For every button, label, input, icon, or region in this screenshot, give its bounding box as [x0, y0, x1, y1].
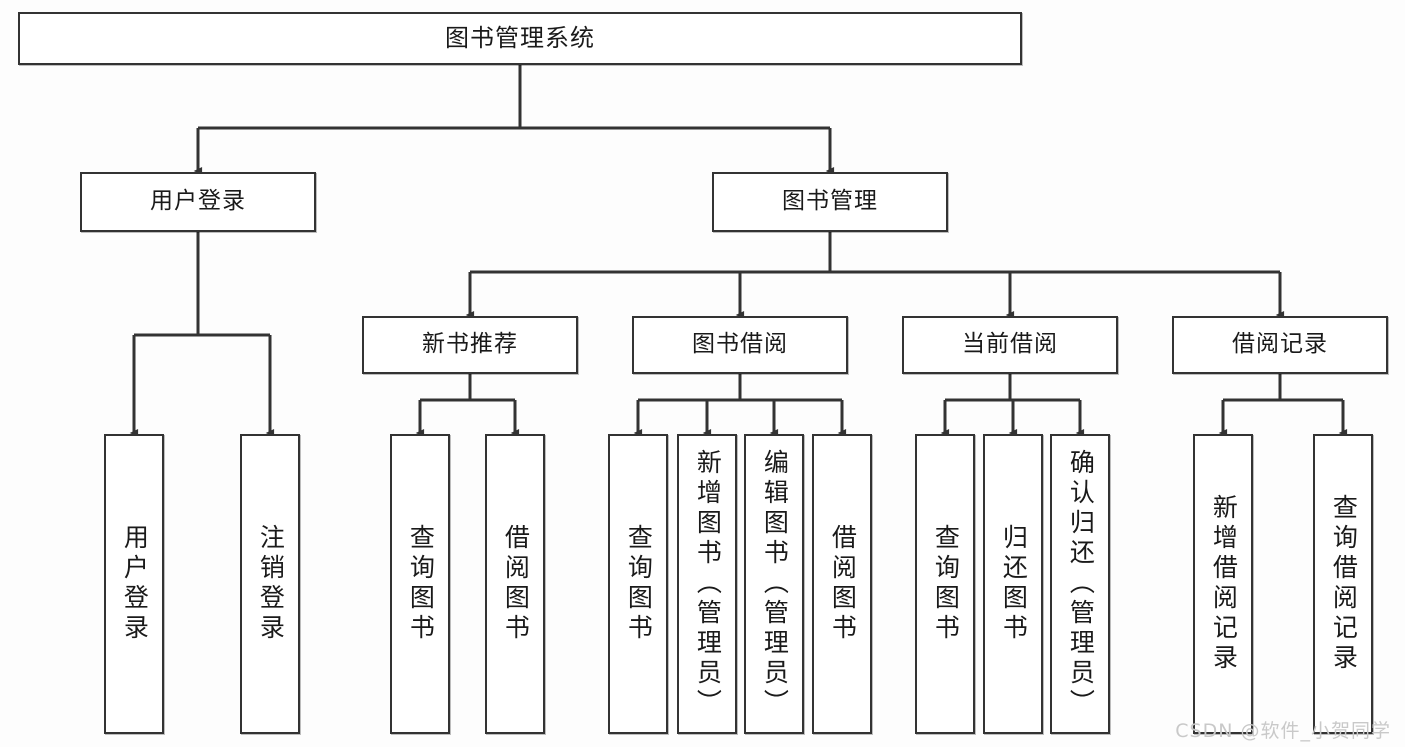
node-leaf-cur-3[interactable]: 确认归还（管理员）	[1050, 434, 1110, 734]
node-label: 确认归还（管理员）	[1066, 449, 1096, 719]
node-label: 查询图书	[406, 524, 436, 644]
node-leaf-bor-1[interactable]: 查询图书	[608, 434, 668, 734]
node-label: 归还图书	[999, 524, 1029, 644]
node-label: 用户登录	[150, 188, 246, 215]
node-leaf-rec-2[interactable]: 查询借阅记录	[1313, 434, 1373, 734]
node-leaf-new-2[interactable]: 借阅图书	[485, 434, 545, 734]
node-leaf-new-1[interactable]: 查询图书	[390, 434, 450, 734]
node-root[interactable]: 图书管理系统	[18, 12, 1022, 65]
node-label: 图书管理系统	[445, 24, 595, 53]
node-leaf-login-2[interactable]: 注销登录	[240, 434, 300, 734]
node-label: 编辑图书（管理员）	[760, 449, 790, 719]
node-label: 当前借阅	[962, 331, 1058, 358]
node-label: 新增图书（管理员）	[693, 449, 723, 719]
node-bookmgmt[interactable]: 图书管理	[712, 172, 948, 232]
node-label: 图书管理	[782, 188, 878, 215]
node-login[interactable]: 用户登录	[80, 172, 316, 232]
node-label: 查询图书	[931, 524, 961, 644]
connector-group	[129, 65, 1348, 437]
node-records[interactable]: 借阅记录	[1172, 316, 1388, 374]
node-label: 注销登录	[256, 524, 286, 644]
node-leaf-bor-3[interactable]: 编辑图书（管理员）	[744, 434, 804, 734]
node-leaf-cur-1[interactable]: 查询图书	[915, 434, 975, 734]
node-leaf-login-1[interactable]: 用户登录	[104, 434, 164, 734]
node-current[interactable]: 当前借阅	[902, 316, 1118, 374]
node-borrow[interactable]: 图书借阅	[632, 316, 848, 374]
node-newbook[interactable]: 新书推荐	[362, 316, 578, 374]
node-leaf-bor-2[interactable]: 新增图书（管理员）	[677, 434, 737, 734]
node-label: 用户登录	[120, 524, 150, 644]
node-leaf-rec-1[interactable]: 新增借阅记录	[1193, 434, 1253, 734]
node-label: 新书推荐	[422, 331, 518, 358]
node-label: 借阅图书	[501, 524, 531, 644]
node-leaf-bor-4[interactable]: 借阅图书	[812, 434, 872, 734]
node-leaf-cur-2[interactable]: 归还图书	[983, 434, 1043, 734]
node-label: 新增借阅记录	[1209, 494, 1239, 674]
node-label: 图书借阅	[692, 331, 788, 358]
node-label: 借阅图书	[828, 524, 858, 644]
node-label: 借阅记录	[1232, 331, 1328, 358]
node-label: 查询借阅记录	[1329, 494, 1359, 674]
node-label: 查询图书	[624, 524, 654, 644]
